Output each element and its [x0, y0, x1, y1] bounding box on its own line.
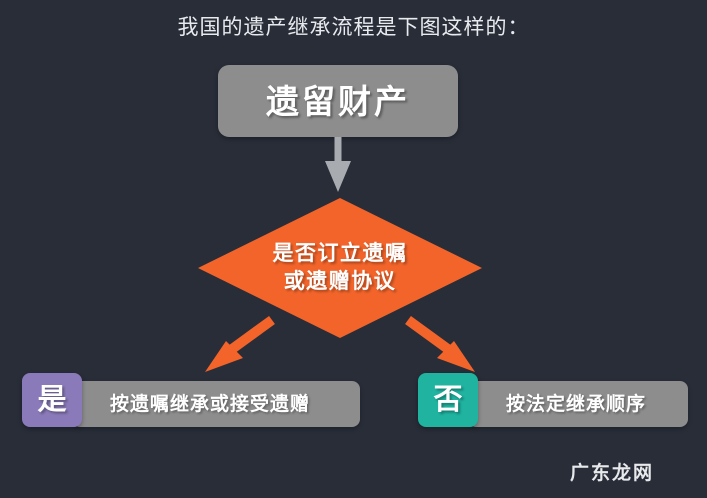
arrow-start-to-decision — [325, 137, 351, 192]
outcome-yes-label: 按遗嘱继承或接受遗赠 — [110, 393, 311, 415]
flow-node-start: 遗留财产 — [218, 65, 458, 137]
flow-node-outcome-no: 按法定继承顺序 否 — [418, 373, 688, 427]
flow-node-decision: 是否订立遗嘱 或遗赠协议 — [198, 198, 482, 338]
outcome-yes-bar: 按遗嘱继承或接受遗赠 — [72, 381, 360, 427]
branch-badge-yes: 是 — [22, 373, 82, 427]
decision-label-line-1: 是否订立遗嘱 — [272, 242, 408, 265]
decision-label-line-2: 或遗赠协议 — [283, 270, 397, 293]
branch-badge-no: 否 — [418, 373, 478, 427]
outcome-no-bar: 按法定继承顺序 — [468, 381, 688, 427]
watermark: 广东龙网 — [570, 462, 655, 484]
page-title: 我国的遗产继承流程是下图这样的： — [177, 16, 530, 39]
flow-node-decision-label: 是否订立遗嘱 或遗赠协议 — [198, 198, 482, 338]
outcome-no-label: 按法定继承顺序 — [506, 393, 647, 415]
flow-node-start-label: 遗留财产 — [266, 82, 410, 120]
flow-node-outcome-yes: 按遗嘱继承或接受遗赠 是 — [22, 373, 360, 427]
